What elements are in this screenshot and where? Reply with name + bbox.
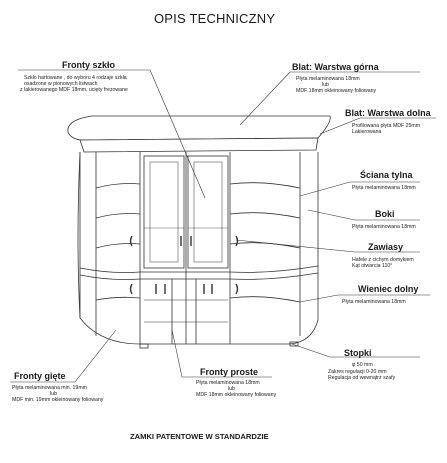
label-fronty-proste-line: lub bbox=[228, 386, 235, 392]
label-stopki-line: Zakres regulacji 0-20 mm bbox=[328, 369, 387, 375]
label-fronty-proste-line: Płyta melaminowana 18mm bbox=[196, 380, 260, 386]
glass-door-left bbox=[143, 155, 185, 269]
label-fronty-szklo-line: osadzone w pionowych listwach bbox=[24, 81, 98, 87]
label-sciana-tylna-heading: Ściana tylna bbox=[360, 170, 413, 180]
label-fronty-proste-line: MDF 18mm okleinowany foliowany bbox=[196, 392, 277, 398]
label-fronty-szklo-heading: Fronty szkło bbox=[62, 60, 116, 70]
footer-note: ZAMKI PATENTOWE W STANDARDZIE bbox=[130, 432, 269, 441]
handle bbox=[235, 235, 239, 247]
label-blat-gorna-line: Płyta melaminowana 18mm bbox=[296, 76, 360, 82]
label-boki-heading: Boki bbox=[375, 209, 395, 219]
label-blat-gorna-heading: Blat: Warstwa górna bbox=[292, 62, 379, 72]
label-stopki-heading: Stopki bbox=[344, 348, 372, 358]
label-fronty-proste-heading: Fronty proste bbox=[200, 367, 259, 377]
foot bbox=[289, 341, 299, 347]
label-fronty-giete-line: lub bbox=[50, 391, 57, 397]
label-fronty-szklo-line: Szkło hartowane , do wyboru 4 rodzaje sz… bbox=[24, 75, 127, 81]
glass-door-right bbox=[187, 155, 229, 269]
top-slab bbox=[67, 115, 331, 141]
label-zawiasy-line: Kąt otwarcia 110° bbox=[352, 263, 393, 269]
label-fronty-giete-line: MDF min. 19mm okleinowany foliowany bbox=[12, 397, 104, 403]
handle bbox=[129, 235, 133, 247]
handle bbox=[129, 283, 133, 295]
label-zawiasy-heading: Zawiasy bbox=[368, 242, 404, 252]
label-fronty-giete-heading: Fronty gięte bbox=[14, 371, 66, 381]
label-blat-dolna-line: Lakierowana bbox=[352, 129, 382, 135]
foot bbox=[139, 343, 149, 349]
label-stopki-line: Regulacja od wewnątrz szafy bbox=[328, 375, 396, 381]
label-blat-dolna-line: Profilowana płyta MDF 25mm bbox=[352, 123, 421, 129]
leader-lines bbox=[10, 69, 436, 383]
label-zawiasy-line: Hafele z cichym domykiem bbox=[352, 257, 414, 263]
middle-rail bbox=[79, 265, 319, 273]
label-wieniec-dolny-line: Płyta melaminowana 18mm bbox=[342, 299, 406, 305]
page-title: OPIS TECHNICZNY bbox=[154, 11, 276, 26]
cabinet-body bbox=[79, 152, 319, 345]
label-wieniec-dolny-heading: Wieniec dolny bbox=[358, 284, 419, 294]
label-stopki-line: φ 50 mm bbox=[352, 362, 373, 368]
label-blat-gorna-line: MDF 18mm okleinowany foliowany bbox=[296, 88, 377, 94]
label-boki-line: Płyta melaminowana 18mm bbox=[352, 224, 416, 230]
label-fronty-giete-line: Płyta melaminowana min. 19mm bbox=[12, 385, 87, 391]
label-blat-dolna-heading: Blat: Warstwa dolna bbox=[345, 108, 431, 118]
label-fronty-szklo-line: z lakierowanego MDF 18mm, ucięty frezowa… bbox=[20, 87, 128, 93]
handle bbox=[235, 283, 239, 295]
label-blat-gorna-line: lub bbox=[322, 82, 329, 88]
label-sciana-tylna-line: Płyta melaminowana 18mm bbox=[352, 185, 416, 191]
top-slab-lower bbox=[79, 137, 319, 153]
left-curved-side bbox=[77, 151, 81, 319]
